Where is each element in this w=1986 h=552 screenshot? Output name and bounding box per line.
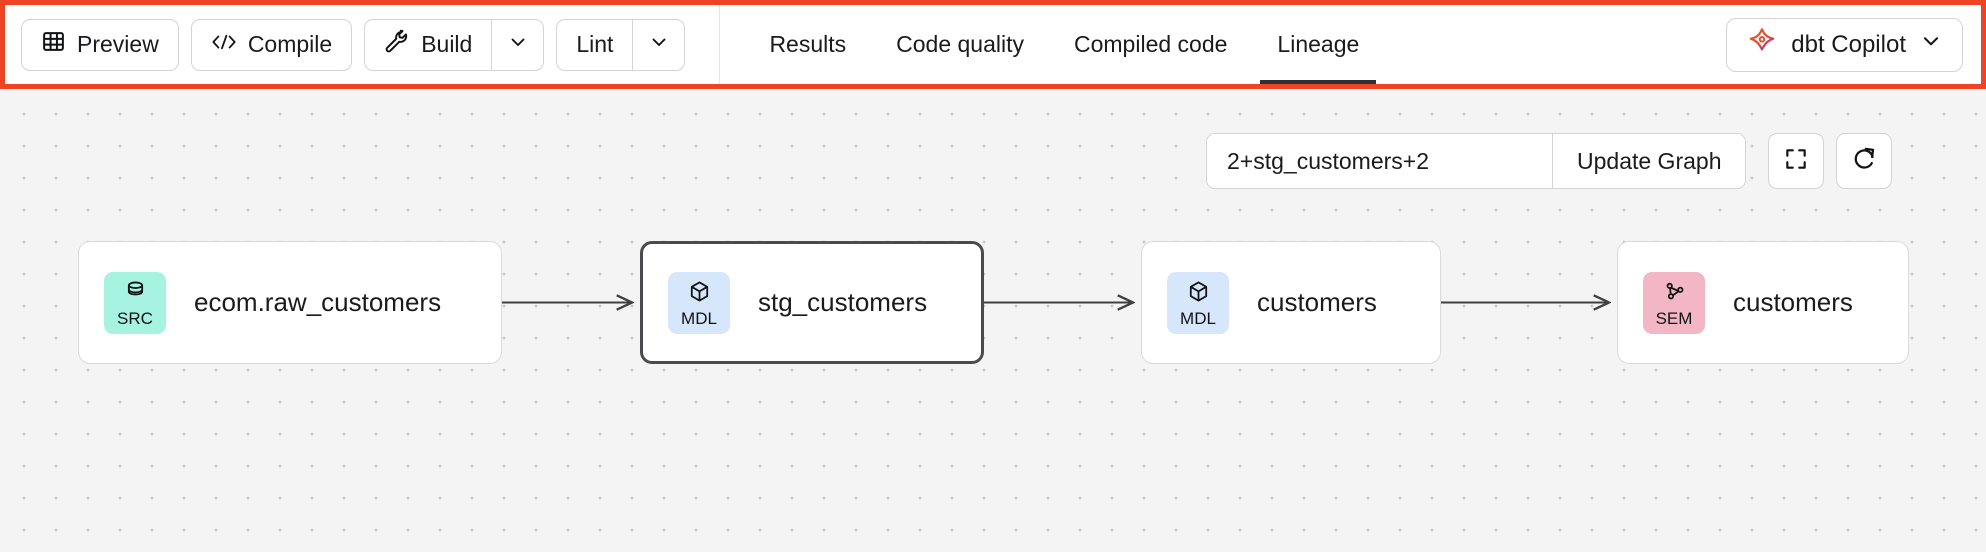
node-label: ecom.raw_customers [194,287,442,317]
lint-button[interactable]: Lint [557,20,632,70]
database-icon [123,279,148,309]
chevron-down-icon [649,32,669,57]
dbt-copilot-star-icon [1747,26,1777,63]
lineage-canvas[interactable]: Update Graph [0,89,1986,552]
update-graph-label: Update Graph [1577,147,1722,174]
node-label: customers [1733,287,1853,317]
build-button-label: Build [421,31,473,57]
node-label: customers [1257,287,1377,317]
toolbar-right-group: dbt Copilot [1726,17,1981,72]
semantic-graph-icon [1662,279,1687,309]
selector-group: Update Graph [1206,133,1747,189]
cube-icon [1186,279,1211,309]
tab-compiled-code-label: Compiled code [1074,31,1228,57]
dbt-copilot-label: dbt Copilot [1791,30,1906,58]
node-badge-src: SRC [104,271,166,334]
preview-button[interactable]: Preview [21,18,179,71]
build-button[interactable]: Build [365,20,491,70]
build-dropdown-toggle[interactable] [491,19,543,70]
fullscreen-button[interactable] [1768,133,1825,189]
graph-controls: Update Graph [1206,133,1893,189]
preview-button-label: Preview [77,31,159,57]
build-split-button: Build [364,18,545,71]
compile-button[interactable]: Compile [190,18,353,71]
code-brackets-icon [211,31,237,59]
refresh-button[interactable] [1836,133,1893,189]
lineage-node-source-raw-customers[interactable]: SRC ecom.raw_customers [78,241,502,364]
editor-toolbar: Preview Compile [5,5,1981,84]
compile-button-label: Compile [247,31,333,57]
lint-split-button: Lint [556,18,686,71]
refresh-icon [1851,145,1878,177]
update-graph-button[interactable]: Update Graph [1552,134,1746,188]
cube-icon [687,279,712,309]
chevron-down-icon [508,32,528,57]
table-icon [41,29,66,60]
lint-button-label: Lint [576,31,614,57]
node-badge-label: SRC [117,308,153,328]
tab-code-quality[interactable]: Code quality [871,5,1049,84]
fullscreen-icon [1783,146,1809,177]
toolbar-action-group: Preview Compile [5,5,721,84]
lint-dropdown-toggle[interactable] [632,19,684,70]
chevron-down-icon [1920,30,1942,59]
node-badge-label: SEM [1655,308,1693,328]
tab-compiled-code[interactable]: Compiled code [1049,5,1252,84]
lineage-node-model-stg-customers[interactable]: MDL stg_customers [640,241,984,364]
dbt-selector-input[interactable] [1207,134,1552,188]
tab-results-label: Results [769,31,847,57]
tab-results[interactable]: Results [744,5,871,84]
tab-code-quality-label: Code quality [896,31,1024,57]
node-badge-label: MDL [1180,308,1216,328]
node-badge-mdl: MDL [1167,271,1229,334]
node-badge-sem: SEM [1643,271,1705,334]
lineage-node-model-customers[interactable]: MDL customers [1141,241,1441,364]
node-badge-label: MDL [681,308,717,328]
node-badge-mdl: MDL [668,271,730,334]
toolbar-annotation-box: Preview Compile [0,0,1986,89]
tab-lineage[interactable]: Lineage [1252,5,1384,84]
dbt-copilot-button[interactable]: dbt Copilot [1726,17,1963,72]
tab-lineage-label: Lineage [1277,31,1360,57]
wrench-icon [384,29,410,61]
toolbar-divider [719,5,721,84]
node-label: stg_customers [758,287,928,317]
result-pane-tabs: Results Code quality Compiled code Linea… [744,5,1384,84]
lineage-node-semantic-customers[interactable]: SEM customers [1617,241,1909,364]
